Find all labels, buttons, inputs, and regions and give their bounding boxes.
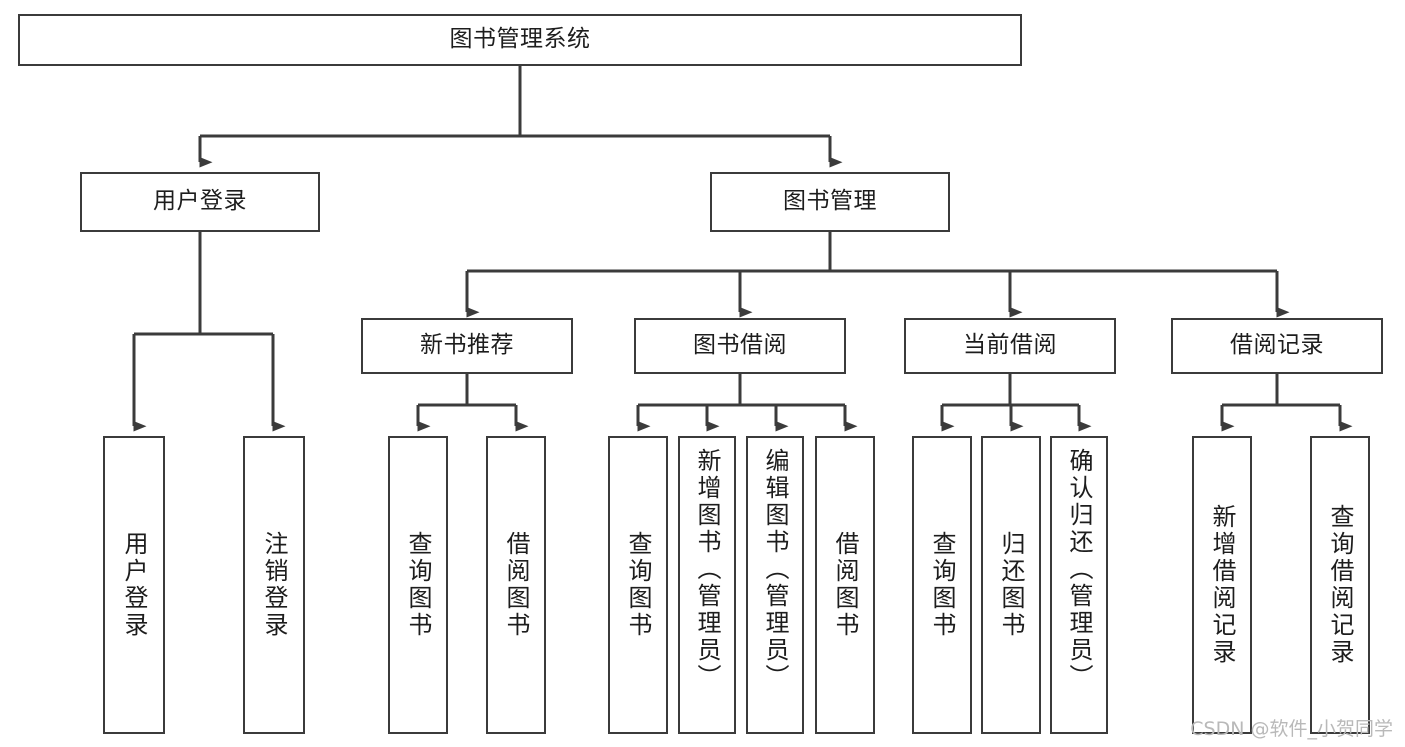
csdn-watermark: CSDN @软件_小贺同学 [1190,718,1393,740]
node-leaf-logout-login[interactable]: 注销登录 [243,436,305,734]
node-leaf-add-book-label: 新增图书（管理员） [693,448,721,691]
node-user-login[interactable]: 用户登录 [80,172,320,232]
node-root-label: 图书管理系统 [449,26,591,53]
node-current-borrow[interactable]: 当前借阅 [904,318,1116,374]
node-leaf-borrow-book-1-label: 借阅图书 [502,531,530,639]
node-leaf-borrow-book-2[interactable]: 借阅图书 [815,436,875,734]
node-book-management[interactable]: 图书管理 [710,172,950,232]
node-leaf-return-book[interactable]: 归还图书 [981,436,1041,734]
node-leaf-user-login[interactable]: 用户登录 [103,436,165,734]
node-book-management-label: 图书管理 [783,188,877,215]
node-leaf-query-book-3-label: 查询图书 [928,531,956,639]
node-leaf-add-record-label: 新增借阅记录 [1208,504,1236,666]
node-leaf-confirm-return-label: 确认归还（管理员） [1065,448,1093,691]
node-leaf-edit-book-label: 编辑图书（管理员） [761,448,789,691]
node-leaf-add-book[interactable]: 新增图书（管理员） [678,436,736,734]
node-borrow-record[interactable]: 借阅记录 [1171,318,1383,374]
node-leaf-query-record[interactable]: 查询借阅记录 [1310,436,1370,734]
node-book-borrow[interactable]: 图书借阅 [634,318,846,374]
node-borrow-record-label: 借阅记录 [1230,332,1324,359]
node-leaf-query-book-1-label: 查询图书 [404,531,432,639]
node-leaf-user-login-label: 用户登录 [120,531,148,639]
node-leaf-return-book-label: 归还图书 [997,531,1025,639]
node-current-borrow-label: 当前借阅 [963,332,1057,359]
node-new-book-recommend[interactable]: 新书推荐 [361,318,573,374]
node-book-borrow-label: 图书借阅 [693,332,787,359]
node-leaf-borrow-book-2-label: 借阅图书 [831,531,859,639]
node-leaf-borrow-book-1[interactable]: 借阅图书 [486,436,546,734]
node-root[interactable]: 图书管理系统 [18,14,1022,66]
node-leaf-query-book-1[interactable]: 查询图书 [388,436,448,734]
node-leaf-edit-book[interactable]: 编辑图书（管理员） [746,436,804,734]
node-leaf-confirm-return[interactable]: 确认归还（管理员） [1050,436,1108,734]
node-leaf-add-record[interactable]: 新增借阅记录 [1192,436,1252,734]
node-leaf-query-book-2[interactable]: 查询图书 [608,436,668,734]
node-new-book-recommend-label: 新书推荐 [420,332,514,359]
node-leaf-query-book-3[interactable]: 查询图书 [912,436,972,734]
node-leaf-query-record-label: 查询借阅记录 [1326,504,1354,666]
node-user-login-label: 用户登录 [153,188,247,215]
node-leaf-query-book-2-label: 查询图书 [624,531,652,639]
node-leaf-logout-login-label: 注销登录 [260,531,288,639]
